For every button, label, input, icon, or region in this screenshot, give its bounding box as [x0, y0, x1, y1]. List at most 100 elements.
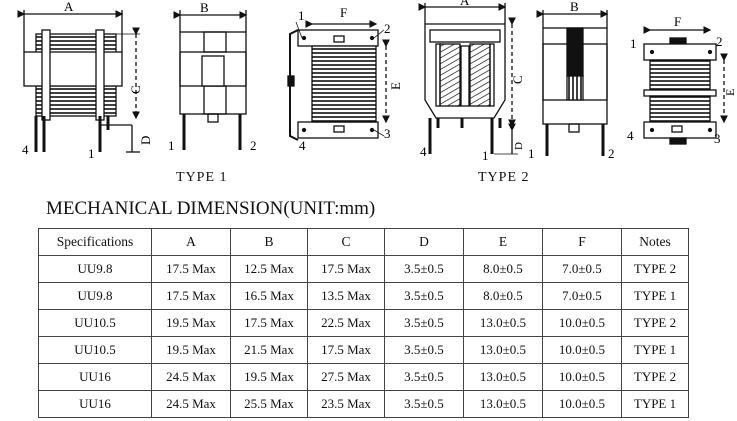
cell-spec: UU9.8 — [38, 282, 152, 310]
cell-d: 3.5±0.5 — [384, 336, 464, 364]
cell-c: 13.5 Max — [307, 282, 385, 310]
cell-f: 10.0±0.5 — [542, 336, 622, 364]
cell-b: 17.5 Max — [230, 309, 308, 337]
header-d: D — [384, 228, 464, 256]
cell-d: 3.5±0.5 — [384, 363, 464, 391]
type1-dim-c-label: C — [128, 85, 143, 94]
type2-dim-b-label: B — [570, 0, 579, 14]
type2-top-pin-2: 2 — [716, 34, 723, 49]
cell-f: 10.0±0.5 — [542, 390, 622, 418]
type2-top-view — [643, 26, 728, 145]
type2-front-pin-4: 4 — [420, 144, 427, 159]
mechanical-drawings: A C D 4 1 B 1 2 F E 1 2 3 4 — [17, 0, 737, 163]
cell-b: 12.5 Max — [230, 255, 308, 283]
type2-front-view — [418, 3, 518, 155]
type1-dim-b-label: B — [200, 0, 209, 15]
cell-spec: UU10.5 — [38, 336, 152, 364]
type1-front-view — [17, 10, 140, 153]
type2-dim-f-label: F — [674, 14, 681, 29]
header-e: E — [463, 228, 543, 256]
type2-dim-d-label: D — [513, 142, 525, 150]
type1-dim-e-label: E — [388, 82, 403, 90]
type2-side-pin-1: 1 — [528, 146, 535, 161]
table-header-row: Specifications A B C D E F Notes — [38, 228, 689, 256]
cell-c: 17.5 Max — [307, 255, 385, 283]
type2-dim-a-label: A — [460, 0, 470, 8]
table-row: UU16 24.5 Max 25.5 Max 23.5 Max 3.5±0.5 … — [38, 390, 689, 418]
header-b: B — [230, 228, 308, 256]
cell-c: 22.5 Max — [307, 309, 385, 337]
type1-top-pin-3: 3 — [384, 126, 391, 141]
section-title: MECHANICAL DIMENSION(UNIT:mm) — [46, 198, 376, 219]
type2-top-pin-3: 3 — [714, 131, 721, 146]
cell-a: 17.5 Max — [151, 255, 231, 283]
cell-b: 25.5 Max — [230, 390, 308, 418]
type1-top-view — [287, 20, 390, 141]
cell-f: 10.0±0.5 — [542, 309, 622, 337]
cell-c: 27.5 Max — [307, 363, 385, 391]
cell-c: 17.5 Max — [307, 336, 385, 364]
cell-spec: UU16 — [38, 363, 152, 391]
type1-top-pin-2: 2 — [384, 21, 391, 36]
type2-dim-e-label: E — [723, 89, 737, 96]
type2-dim-c-label: C — [510, 75, 525, 84]
type1-dim-f-label: F — [340, 5, 347, 20]
type1-side-view — [173, 10, 248, 150]
cell-e: 13.0±0.5 — [463, 390, 543, 418]
type2-top-pin-1: 1 — [630, 36, 637, 51]
cell-b: 21.5 Max — [230, 336, 308, 364]
type2-side-view — [536, 10, 609, 156]
cell-spec: UU10.5 — [38, 309, 152, 337]
type1-top-pin-1: 1 — [298, 8, 305, 23]
table-row: UU10.5 19.5 Max 21.5 Max 17.5 Max 3.5±0.… — [38, 336, 689, 364]
type1-dim-d-label: D — [138, 136, 153, 145]
cell-notes: TYPE 1 — [621, 282, 689, 310]
cell-d: 3.5±0.5 — [384, 309, 464, 337]
cell-spec: UU16 — [38, 390, 152, 418]
header-notes: Notes — [621, 228, 689, 256]
type2-label: TYPE 2 — [478, 170, 530, 185]
type1-front-pin-4: 4 — [22, 142, 29, 157]
cell-c: 23.5 Max — [307, 390, 385, 418]
cell-e: 8.0±0.5 — [463, 282, 543, 310]
dimension-table: Specifications A B C D E F Notes UU9.8 1… — [38, 228, 689, 418]
type2-side-pin-2: 2 — [608, 146, 615, 161]
type1-side-pin-2: 2 — [250, 138, 257, 153]
cell-d: 3.5±0.5 — [384, 255, 464, 283]
header-f: F — [542, 228, 622, 256]
cell-e: 13.0±0.5 — [463, 336, 543, 364]
header-specifications: Specifications — [38, 228, 152, 256]
table-row: UU9.8 17.5 Max 16.5 Max 13.5 Max 3.5±0.5… — [38, 282, 689, 310]
cell-f: 7.0±0.5 — [542, 282, 622, 310]
cell-notes: TYPE 1 — [621, 336, 689, 364]
cell-notes: TYPE 2 — [621, 309, 689, 337]
header-a: A — [151, 228, 231, 256]
cell-d: 3.5±0.5 — [384, 390, 464, 418]
type2-top-pin-4: 4 — [627, 128, 634, 143]
cell-e: 13.0±0.5 — [463, 363, 543, 391]
cell-spec: UU9.8 — [38, 255, 152, 283]
type1-label: TYPE 1 — [176, 170, 228, 185]
cell-a: 19.5 Max — [151, 336, 231, 364]
type1-dim-a-label: A — [64, 0, 74, 14]
cell-a: 17.5 Max — [151, 282, 231, 310]
cell-notes: TYPE 1 — [621, 390, 689, 418]
table-row: UU16 24.5 Max 19.5 Max 27.5 Max 3.5±0.5 … — [38, 363, 689, 391]
cell-notes: TYPE 2 — [621, 363, 689, 391]
cell-e: 8.0±0.5 — [463, 255, 543, 283]
cell-b: 16.5 Max — [230, 282, 308, 310]
cell-a: 24.5 Max — [151, 390, 231, 418]
header-c: C — [307, 228, 385, 256]
cell-f: 7.0±0.5 — [542, 255, 622, 283]
cell-e: 13.0±0.5 — [463, 309, 543, 337]
type1-front-pin-1: 1 — [88, 146, 95, 161]
cell-notes: TYPE 2 — [621, 255, 689, 283]
cell-a: 19.5 Max — [151, 309, 231, 337]
cell-f: 10.0±0.5 — [542, 363, 622, 391]
cell-b: 19.5 Max — [230, 363, 308, 391]
type1-side-pin-1: 1 — [168, 138, 175, 153]
table-row: UU10.5 19.5 Max 17.5 Max 22.5 Max 3.5±0.… — [38, 309, 689, 337]
cell-d: 3.5±0.5 — [384, 282, 464, 310]
type1-top-pin-4: 4 — [299, 138, 306, 153]
cell-a: 24.5 Max — [151, 363, 231, 391]
